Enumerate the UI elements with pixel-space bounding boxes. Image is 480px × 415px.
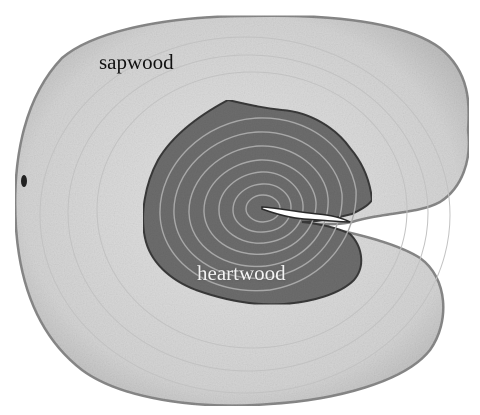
sapwood-label: sapwood: [99, 52, 174, 73]
heartwood-label: heartwood: [197, 263, 286, 284]
bark-knot: [21, 175, 27, 187]
